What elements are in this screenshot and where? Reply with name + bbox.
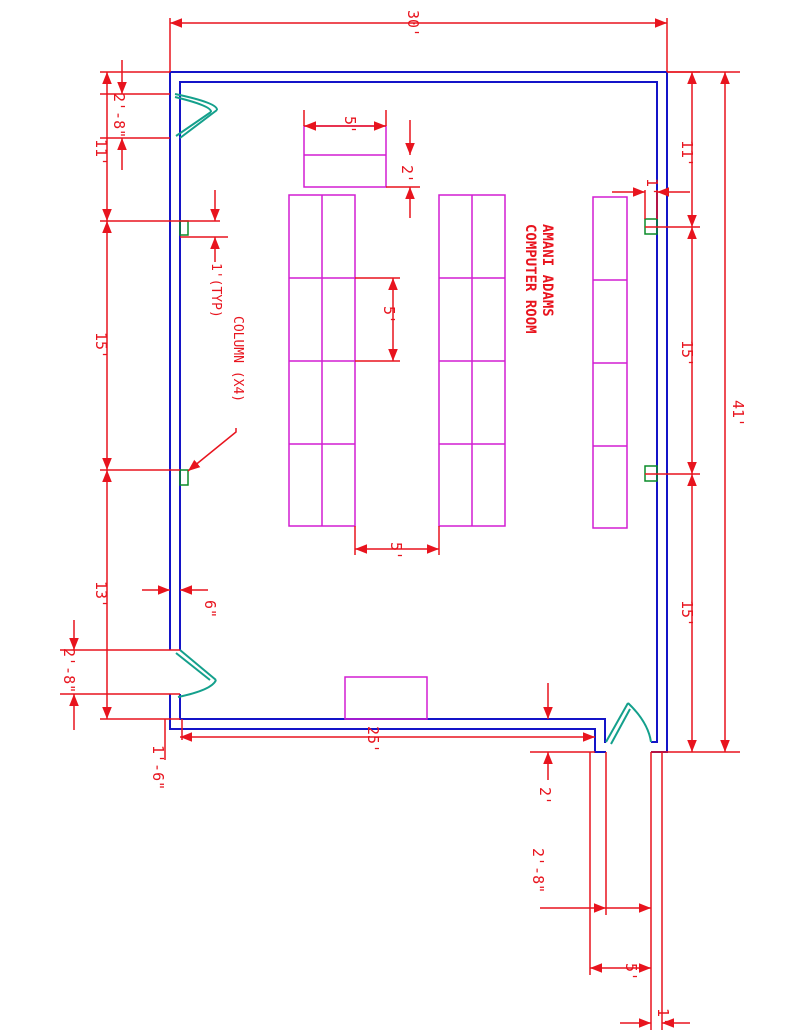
dim-left-top: 11' (92, 139, 110, 166)
dim-left-corner: 1'-6" (149, 745, 167, 790)
dim-right-top: 11' (678, 140, 696, 167)
dim-overall-length: 41' (729, 400, 747, 427)
desk-row-right (592, 196, 628, 529)
dim-left-top-door: 2'-8" (110, 93, 128, 138)
room-title-line1: AMANI ADAMS (539, 224, 555, 317)
dimension-labels: 30' 41' 11' 15' 15' 1' 2'-8" 11' 15' 13'… (60, 10, 747, 1026)
inner-wall (179, 81, 658, 743)
dim-left-mid: 15' (92, 332, 110, 359)
dim-notch-depth: 2' (536, 787, 554, 805)
desk-row-left (288, 194, 356, 527)
dimension-lines (60, 18, 740, 1030)
door-bottom-left (175, 649, 217, 698)
dim-wall-thickness: 1' (654, 1008, 672, 1026)
doors (174, 93, 652, 745)
dim-aisle-between-rows: 5' (387, 542, 405, 560)
dim-bottom-door: 2'-8" (529, 848, 547, 893)
column-label: COLUMN (X4) (230, 316, 245, 402)
column-left-top (179, 220, 189, 236)
desk-row-middle (438, 194, 506, 527)
outer-wall-bottom (169, 694, 606, 753)
dim-bottom-wall: 25' (364, 726, 382, 753)
cabinet (344, 676, 428, 720)
column-left-bottom (179, 469, 189, 486)
dim-aisle-vertical: 5' (380, 306, 398, 324)
dim-overall-width: 30' (404, 10, 422, 37)
column-size-label: 1'(TYP) (208, 263, 223, 318)
room-title-line2: COMPUTER ROOM (522, 224, 538, 334)
furniture (288, 125, 628, 720)
dim-notch-width: 5' (622, 963, 640, 981)
dim-left-bottom-door: 2'-8" (60, 648, 78, 693)
annotations: COLUMN (X4) 1'(TYP) (208, 263, 245, 402)
dim-left-bottom: 13' (92, 581, 110, 608)
instructor-table (303, 125, 387, 188)
room-title: AMANI ADAMS COMPUTER ROOM (522, 224, 555, 334)
inner-wall-bottom (179, 694, 606, 743)
dim-right-bottom: 15' (678, 600, 696, 627)
door-top-left (174, 93, 218, 139)
dim-right-mid: 15' (678, 340, 696, 367)
dim-left-wall-offset: 6" (201, 600, 219, 618)
door-bottom-right (605, 702, 652, 745)
columns (179, 218, 658, 486)
dim-right-column: 1' (643, 178, 661, 196)
dim-table-width: 5' (341, 116, 359, 134)
dim-table-depth: 2' (398, 165, 416, 183)
